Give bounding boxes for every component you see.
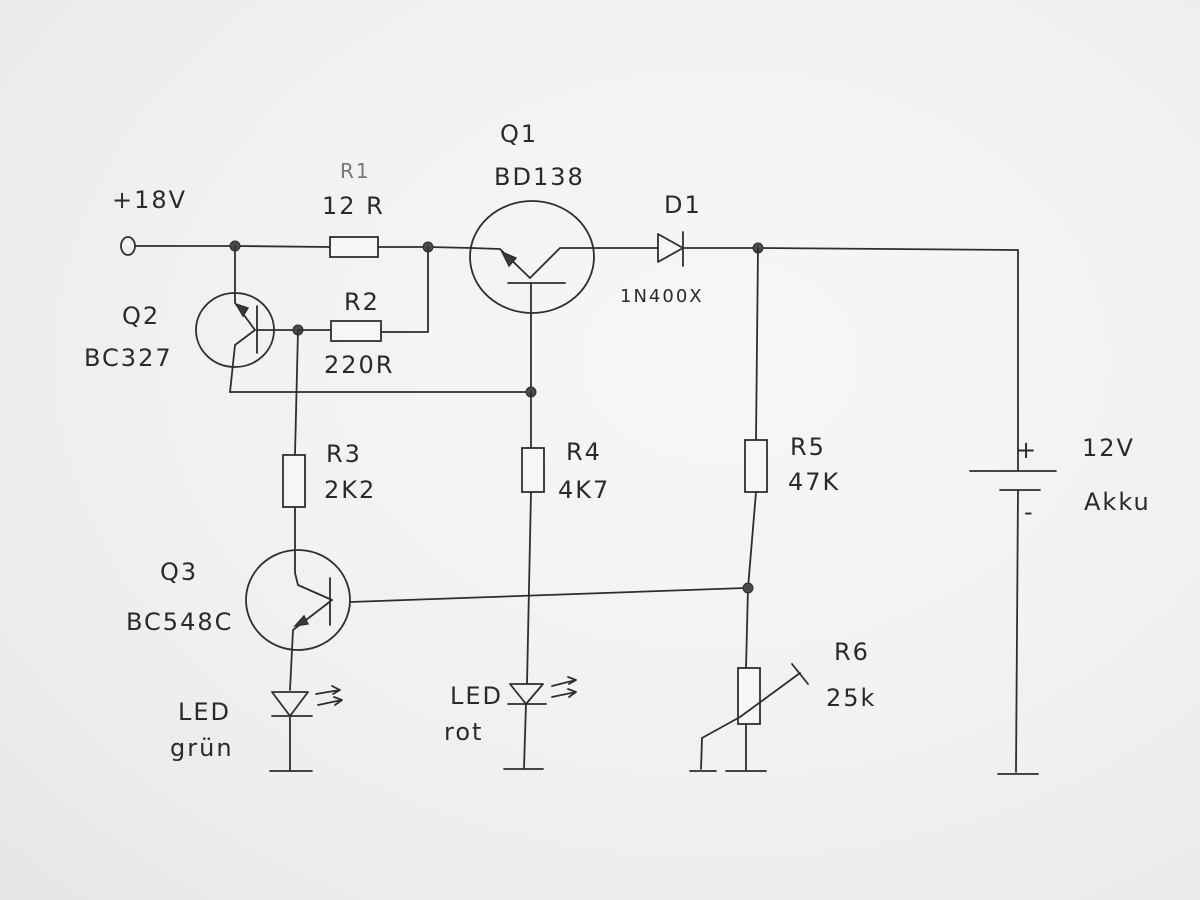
q2-ref: Q2 [122, 302, 160, 330]
r5-ref: R5 [790, 433, 826, 461]
q3-ref: Q3 [160, 558, 198, 586]
r5-value: 47K [788, 468, 840, 496]
r6-ref: R6 [834, 638, 870, 666]
r4-value: 4K7 [558, 476, 610, 504]
battery-plus: + [1016, 436, 1038, 464]
junction-dot [742, 582, 754, 594]
r6-value: 25k [826, 684, 876, 712]
led-green-label: LED [178, 698, 231, 726]
diode-d1 [657, 231, 684, 267]
led-red [503, 676, 577, 770]
wire-r3-top [294, 329, 299, 456]
transistor-q2 [195, 245, 299, 393]
resistor-r5 [744, 439, 768, 493]
battery-voltage: 12V [1082, 434, 1135, 462]
led-red-label: LED [450, 682, 503, 710]
r2-value: 220R [324, 351, 394, 379]
wire-r2-right [380, 246, 429, 333]
q1-value: BD138 [494, 163, 585, 191]
resistor-r1 [329, 236, 379, 258]
led-green-color: grün [170, 734, 234, 762]
resistor-r4 [521, 447, 545, 493]
wire-r5-top [755, 247, 759, 441]
q1-ref: Q1 [500, 120, 538, 148]
led-green [269, 685, 343, 772]
resistor-r2 [330, 320, 382, 342]
battery-akku [969, 470, 1057, 775]
r3-ref: R3 [326, 440, 362, 468]
led-red-color: rot [444, 718, 483, 746]
resistor-r3 [282, 454, 306, 508]
q3-value: BC548C [126, 608, 233, 636]
r1-value: 12 R [322, 192, 385, 220]
r3-value: 2K2 [324, 476, 376, 504]
transistor-q3 [245, 549, 746, 691]
d1-ref: D1 [664, 191, 702, 219]
wire-top-right [682, 247, 1019, 471]
q2-value: BC327 [84, 344, 173, 372]
potentiometer-r6 [689, 663, 809, 772]
transistor-q1 [469, 200, 601, 393]
r4-ref: R4 [566, 438, 602, 466]
d1-value: 1N400X [620, 286, 704, 307]
supply-terminal [120, 236, 136, 256]
wire-r5-bottom [745, 491, 757, 669]
r2-ref: R2 [344, 288, 380, 316]
wire-r4-bottom [526, 491, 532, 685]
battery-minus: - [1024, 498, 1035, 526]
battery-name: Akku [1084, 488, 1151, 516]
supply-label: +18V [112, 186, 187, 214]
r1-ref: R1 [340, 159, 371, 183]
